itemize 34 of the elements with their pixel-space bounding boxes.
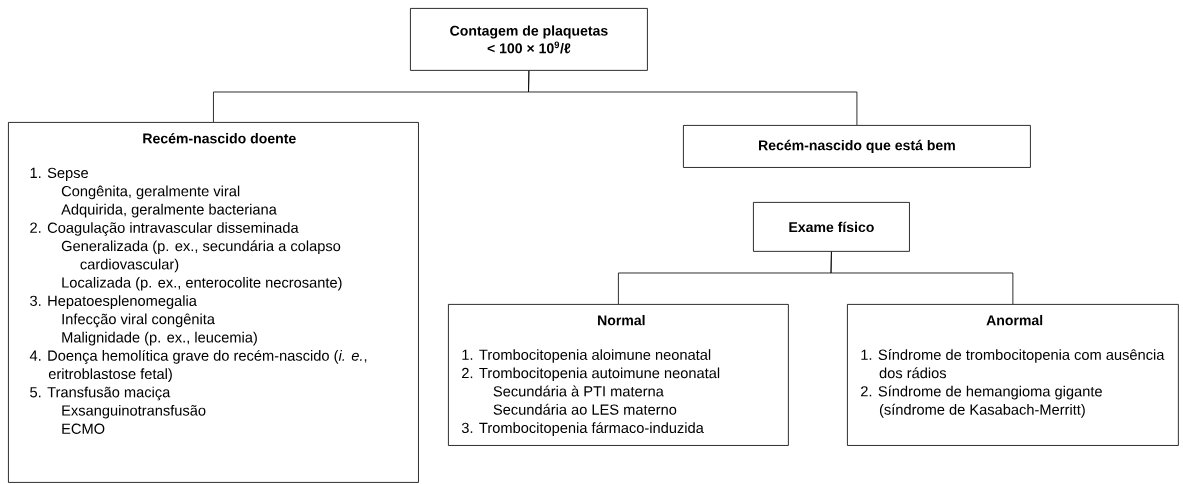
list-item: Congênita, geralmente viral (61, 185, 240, 200)
flowchart-box (683, 125, 1031, 168)
list-item: ECMO (62, 423, 105, 434)
flowchart-box (8, 122, 419, 483)
list-item: 2. Coagulação intravascular disseminada (30, 222, 299, 236)
list-item: 2. Trombocitopenia autoimune neonatal (462, 367, 720, 382)
list-item: 1. Trombocitopenia aloimune neonatal (462, 349, 711, 363)
list-item: Malignidade (p. ex., leucemia) (62, 331, 257, 346)
list-item: Secundária ao LES materno (493, 403, 677, 415)
box-heading: Normal (598, 314, 645, 326)
flowchart-box (753, 202, 910, 252)
list-item: Infecção viral congênita (62, 313, 215, 328)
list-item: Adquirida, geralmente bacteriana (61, 203, 277, 218)
list-item: 3. Hepatoesplenomegalia (30, 295, 197, 309)
flowchart-box (847, 304, 1179, 446)
box-heading: Exame físico (789, 221, 874, 233)
box-heading: Contagem de plaquetas < 100 × 10$^{9}$/ℓ (450, 25, 608, 54)
list-item: 1. Sepse (30, 167, 88, 181)
list-item: 3. Trombocitopenia fármaco-induzida (461, 422, 704, 436)
box-heading: Anormal (986, 314, 1043, 326)
list-item: 5. Transfusão maciça (30, 386, 171, 401)
connector-line (830, 251, 1014, 305)
list-item: Generalizada (p. ex., secundária a colapso cardiovascular) (61, 240, 341, 273)
box-heading: Recém-nascido que está bem (759, 139, 955, 154)
flowchart-box (448, 304, 789, 446)
list-item: Localizada (p. ex., enterocolite necrosante) (62, 276, 342, 291)
connector-line (528, 70, 858, 126)
list-item: 1. Síndrome de trombocitopenia com ausência dos rádios (861, 349, 1165, 379)
list-item: Secundária à PTI materna (493, 385, 664, 397)
box-heading: Recém-nascido doente (143, 132, 296, 144)
flowchart-box (410, 8, 648, 71)
list-item: Exsanguinotransfusão (62, 404, 206, 419)
list-item: 2. Síndrome de hemangioma gigante (síndrome de Kasabach-Merritt) (861, 385, 1102, 418)
list-item: 4. Doença hemolítica grave do recém-nascido (i. e., eritroblastose fetal) (29, 349, 367, 382)
